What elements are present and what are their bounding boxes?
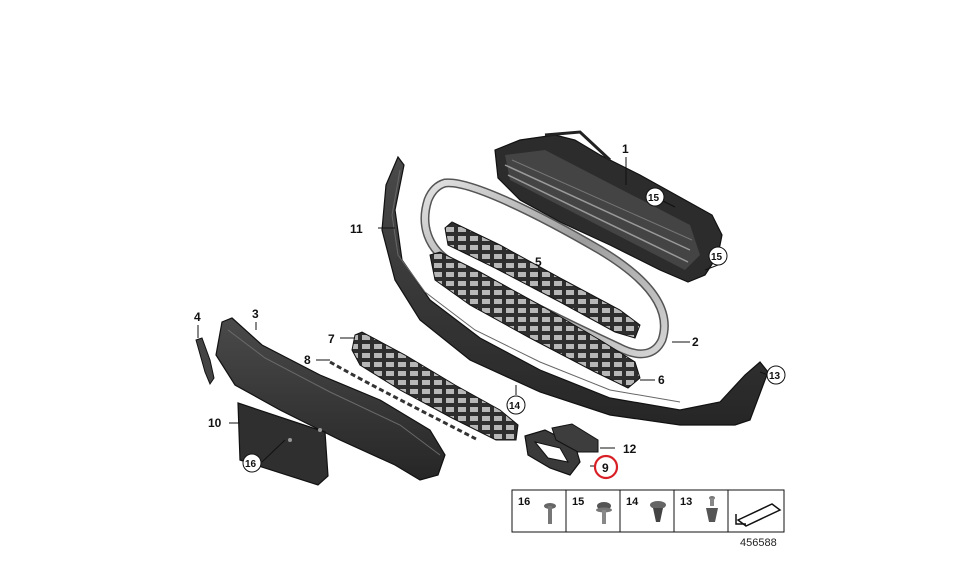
callout-15-circle-a — [645, 187, 665, 207]
callout-10: 10 — [208, 416, 222, 430]
screw-icon — [544, 503, 556, 524]
callout-16: 16 — [245, 459, 257, 470]
part-small-bracket — [195, 337, 215, 386]
callout-4: 4 — [194, 310, 201, 324]
callout-16-circle — [242, 453, 262, 473]
legend-number-14: 14 — [626, 496, 639, 508]
callout-14-circle — [506, 395, 526, 415]
part-lower-trim — [215, 317, 446, 481]
part-lower-grille — [429, 251, 641, 389]
flange-screw-icon — [596, 502, 612, 524]
part-bracket — [551, 423, 599, 453]
callout-13: 13 — [769, 371, 781, 382]
callout-15b: 15 — [711, 252, 723, 263]
highlight-ring-part-9 — [593, 454, 619, 480]
callout-7: 7 — [328, 332, 335, 346]
callout-9: 9 — [602, 461, 609, 475]
shim-wedge-icon — [735, 503, 782, 527]
callout-14: 14 — [509, 401, 521, 412]
callout-2: 2 — [692, 335, 699, 349]
callout-15a: 15 — [648, 193, 660, 204]
diagram-id: 456588 — [740, 537, 777, 549]
expanding-rivet-icon — [650, 501, 666, 522]
part-chrome-frame — [420, 178, 669, 359]
callout-13-circle — [766, 365, 786, 385]
legend-number-16: 16 — [518, 496, 530, 508]
fastener-legend: 16 15 14 13 456588 — [511, 489, 785, 549]
legend-number-15: 15 — [572, 496, 584, 508]
callout-8: 8 — [304, 353, 311, 367]
part-inner-grille — [444, 221, 641, 339]
callout-5: 5 — [535, 255, 542, 269]
callout-3: 3 — [252, 307, 259, 321]
callout-6: 6 — [658, 373, 665, 387]
callout-1: 1 — [622, 142, 629, 156]
part-mesh-grille — [351, 331, 519, 441]
legend-number-13: 13 — [680, 496, 692, 508]
clip-screw-icon — [706, 496, 718, 522]
callout-12: 12 — [623, 442, 637, 456]
part-trim-strip — [329, 360, 479, 442]
part-upper-grille — [494, 130, 723, 283]
callout-11: 11 — [350, 222, 363, 236]
leader-lines — [197, 157, 769, 467]
callout-15-circle-b — [708, 246, 728, 266]
callout-labels: 1 15 15 11 5 2 6 3 4 7 8 10 14 12 13 16 … — [194, 142, 786, 480]
